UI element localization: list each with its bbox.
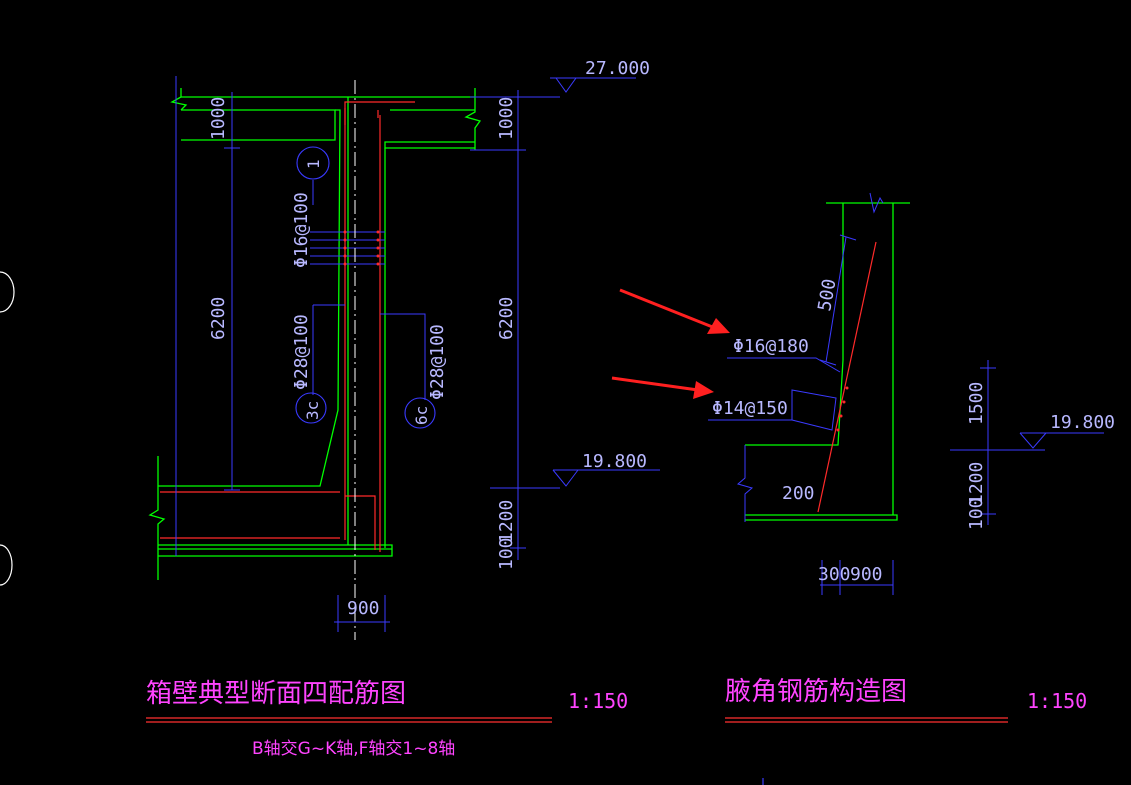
left-drawing-rebar — [160, 101, 415, 552]
annotation-arrow-2 — [611, 376, 699, 392]
left-elevation-top: 27.000 — [585, 58, 650, 79]
right-dim-300: 300 — [818, 564, 851, 585]
left-dim-right-mid: 6200 — [496, 297, 517, 340]
left-rebar-right: Φ28@100 — [427, 324, 448, 400]
annotation-arrows — [611, 288, 730, 399]
left-dim-left-top: 1000 — [208, 97, 229, 140]
annotation-arrow-1 — [619, 288, 716, 330]
right-drawing-title: 腋角钢筋构造图 — [725, 677, 907, 707]
right-drawing-breaks[interactable] — [736, 192, 884, 522]
left-drawing-stirrups — [310, 231, 385, 265]
left-drawing-tags — [295, 146, 436, 429]
annotation-arrowhead-1 — [707, 318, 730, 334]
right-dim-1500: 1500 — [966, 382, 987, 425]
left-drawing-wall-outline — [148, 88, 482, 580]
right-drawing-dimensions — [708, 234, 1104, 595]
right-drawing-rebar-dots — [836, 386, 849, 432]
left-rebar-top: Φ16@100 — [291, 192, 312, 268]
annotation-arrowhead-2 — [693, 381, 714, 399]
right-drawing-wall-outline — [745, 202, 910, 521]
left-drawing-subtitle: B轴交G~K轴,F轴交1~8轴 — [252, 739, 455, 759]
right-dim-100: 100 — [966, 497, 987, 530]
left-dim-right-top: 1000 — [496, 97, 517, 140]
left-dim-right-bottom-a: 1200 — [496, 500, 517, 543]
left-dim-width: 900 — [347, 598, 380, 619]
edge-axis-bubbles — [0, 271, 15, 586]
right-drawing-rebar — [817, 241, 877, 513]
left-drawing-rebar-dots — [343, 230, 380, 266]
left-drawing-scale: 1:150 — [568, 689, 628, 713]
left-title-underline — [146, 717, 552, 723]
left-rebar-left: Φ28@100 — [291, 314, 312, 390]
right-rebar-b: Φ14@150 — [712, 398, 788, 419]
right-rebar-a: Φ16@180 — [733, 336, 809, 357]
right-dim-900: 900 — [850, 564, 883, 585]
tag-3c-label: 3c — [303, 401, 322, 420]
right-title-underline — [725, 717, 1008, 723]
left-drawing-dimensions — [175, 76, 660, 632]
tag-6c-label: 6c — [412, 406, 431, 425]
right-drawing-scale: 1:150 — [1027, 689, 1087, 713]
left-drawing-title: 箱壁典型断面四配筋图 — [146, 679, 406, 709]
right-dim-1200: 1200 — [966, 462, 987, 505]
left-dim-left-mid: 6200 — [208, 297, 229, 340]
right-elevation: 19.800 — [1050, 412, 1115, 433]
left-dim-right-bottom-b: 100 — [496, 537, 517, 570]
left-elevation-bottom: 19.800 — [582, 451, 647, 472]
right-dim-200: 200 — [782, 483, 815, 504]
tag-1-label: 1 — [304, 159, 323, 169]
